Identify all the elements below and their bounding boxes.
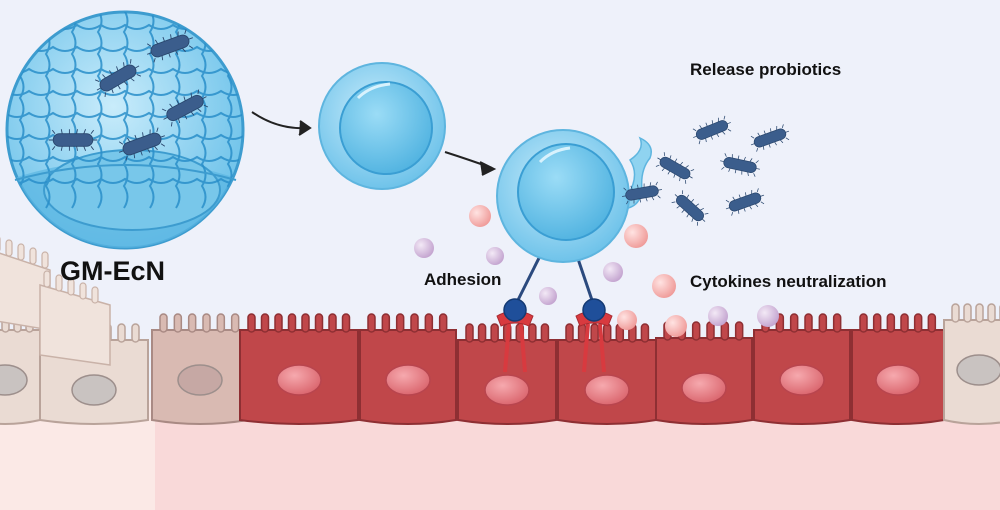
cytokine-pink: [624, 224, 648, 248]
epithelial-cell: [239, 313, 359, 425]
cytokine-purple: [603, 262, 623, 282]
ligand: [582, 298, 606, 322]
probiotic-bacterium: [747, 122, 793, 154]
receptors: [496, 298, 613, 373]
process-arrows: [251, 111, 497, 176]
epithelial-cell: [943, 303, 1000, 425]
epithelial-cell: [39, 270, 111, 366]
nucleus: [779, 364, 825, 396]
release-label: Release probiotics: [690, 60, 842, 79]
nucleus: [276, 364, 322, 396]
cytokine-pink: [652, 274, 676, 298]
epithelial-cell: [753, 313, 851, 425]
epithelial-cell: [557, 323, 657, 425]
cytokine-purple: [539, 287, 557, 305]
cytokine-pink: [469, 205, 491, 227]
nucleus: [584, 374, 630, 406]
ligand: [503, 298, 527, 322]
nucleus: [385, 364, 431, 396]
cytokine-purple: [757, 305, 779, 327]
nucleus: [484, 374, 530, 406]
epithelial-cell: [359, 313, 457, 425]
cytokine-purple: [414, 238, 434, 258]
nucleus: [956, 354, 1000, 386]
cytokines-label: Cytokines neutralization: [690, 272, 887, 291]
probiotic-bacterium: [652, 149, 698, 187]
epithelial-cell: [655, 321, 753, 425]
cytokines: [414, 205, 779, 337]
probiotic-bacterium: [689, 113, 735, 147]
adhesion-receptor: [575, 298, 613, 373]
nucleus: [71, 374, 117, 406]
cytokine-purple: [708, 306, 728, 326]
arrow-1: [251, 111, 309, 130]
epithelial-cell: [851, 313, 945, 425]
material-label: GM-EcN: [60, 256, 166, 286]
cytokine-pink: [665, 315, 687, 337]
probiotic-bacterium: [668, 187, 712, 229]
epithelial-cell: [0, 313, 41, 425]
releasing-capsule: [496, 129, 652, 263]
intact-capsule: [318, 62, 446, 190]
nucleus: [177, 364, 223, 396]
hydrogel-capsule: [5, 10, 245, 250]
cytokine-pink: [617, 310, 637, 330]
released-probiotics: [620, 113, 793, 229]
adhesion-receptor: [496, 298, 534, 373]
probiotic-bacterium: [717, 151, 763, 179]
nucleus: [0, 364, 28, 396]
nucleus: [875, 364, 921, 396]
cytokine-purple: [486, 247, 504, 265]
adhesion-label: Adhesion: [424, 270, 502, 289]
nucleus: [681, 372, 727, 404]
epithelial-cell: [151, 313, 249, 425]
probiotic-bacterium: [722, 186, 768, 218]
